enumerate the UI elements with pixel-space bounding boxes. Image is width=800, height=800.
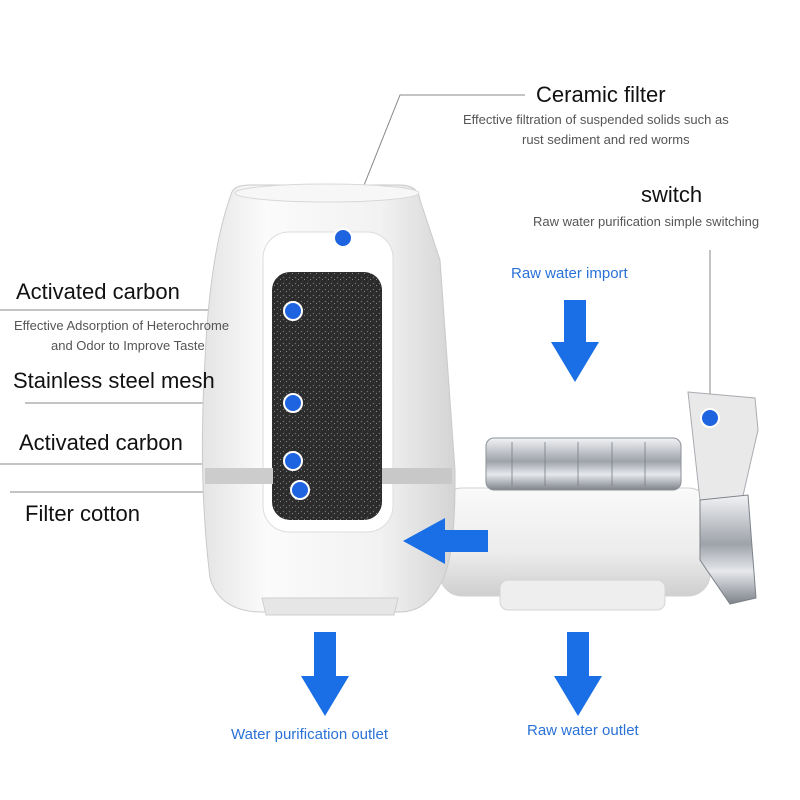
marker-carbon2 <box>283 451 303 471</box>
arrow-left-inflow <box>403 518 488 564</box>
activated-carbon-title: Activated carbon <box>16 279 180 304</box>
ceramic-filter-title: Ceramic filter <box>536 82 666 107</box>
activated-carbon-2-title: Activated carbon <box>19 430 183 455</box>
marker-switch <box>700 408 720 428</box>
activated-carbon-desc-1: Effective Adsorption of Heterochrome <box>14 318 230 333</box>
pipe-bottom-cap <box>499 579 666 611</box>
switch-lever[interactable] <box>687 391 759 501</box>
marker-ceramic <box>333 228 353 248</box>
filter-cotton-title: Filter cotton <box>25 501 140 526</box>
marker-cotton <box>290 480 310 500</box>
marker-mesh <box>283 393 303 413</box>
filter-base-ring <box>261 597 399 616</box>
filter-top-cap <box>234 183 420 203</box>
water-purification-outlet-label: Water purification outlet <box>231 726 389 743</box>
switch-title: switch <box>641 182 703 207</box>
chrome-nut <box>485 437 682 491</box>
ceramic-filter-desc-2: rust sediment and red worms <box>522 132 690 147</box>
arrow-down-raw-import <box>551 300 599 382</box>
stainless-steel-mesh-title: Stainless steel mesh <box>13 368 215 393</box>
ceramic-filter-desc-1: Effective filtration of suspended solids… <box>463 112 729 127</box>
arrow-down-purified-outlet <box>301 632 349 716</box>
raw-water-outlet-label: Raw water outlet <box>527 722 639 739</box>
seam-band-right <box>382 468 452 484</box>
arrow-down-raw-outlet <box>554 632 602 716</box>
switch-desc: Raw water purification simple switching <box>533 214 760 229</box>
chrome-fitting <box>699 494 757 605</box>
raw-water-import-label: Raw water import <box>511 265 628 282</box>
seam-band-left <box>205 468 273 484</box>
activated-carbon-desc-2: and Odor to Improve Taste <box>51 338 205 353</box>
marker-carbon <box>283 301 303 321</box>
